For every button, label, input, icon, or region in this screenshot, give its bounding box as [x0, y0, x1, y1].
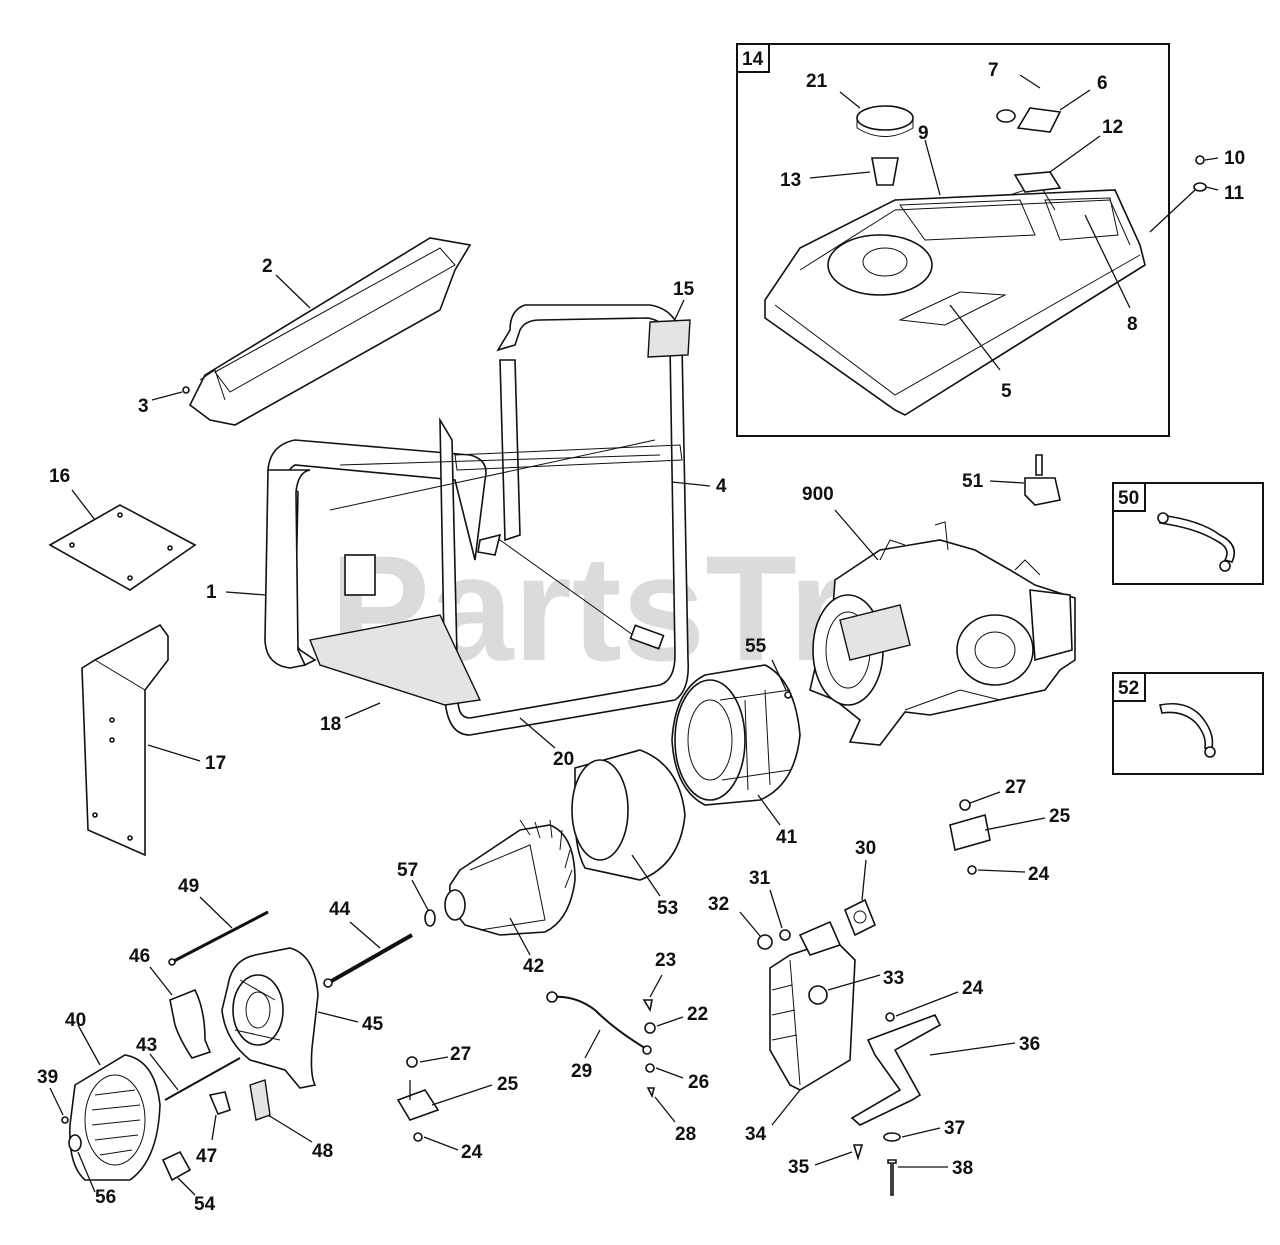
box-label-50[interactable]: 50: [1118, 488, 1139, 509]
mount-part-25-lower[interactable]: [396, 1056, 493, 1151]
through-bolt-part-44[interactable]: [323, 921, 413, 988]
callout-49[interactable]: 49: [178, 876, 199, 897]
callout-900[interactable]: 900: [802, 484, 834, 505]
callout-43[interactable]: 43: [136, 1035, 157, 1056]
frame-part-1[interactable]: [225, 299, 711, 749]
callout-17[interactable]: 17: [205, 753, 226, 774]
callout-42[interactable]: 42: [523, 956, 544, 977]
rod-part-43[interactable]: [149, 1053, 241, 1101]
callout-30[interactable]: 30: [855, 838, 876, 859]
callout-25a[interactable]: 25: [1049, 806, 1071, 827]
callout-32[interactable]: 32: [708, 894, 729, 915]
callout-5[interactable]: 5: [1001, 381, 1012, 402]
callout-4[interactable]: 4: [716, 476, 727, 497]
callout-27b[interactable]: 27: [450, 1044, 471, 1065]
clip-part-47[interactable]: [208, 1091, 231, 1141]
nuts-parts-31-32[interactable]: [739, 889, 791, 950]
panel-part-16[interactable]: [48, 489, 197, 591]
callout-24a[interactable]: 24: [1028, 864, 1050, 885]
callout-47[interactable]: 47: [196, 1146, 217, 1167]
callout-40[interactable]: 40: [65, 1010, 86, 1031]
callout-48[interactable]: 48: [312, 1141, 333, 1162]
callout-1[interactable]: 1: [206, 582, 217, 603]
part-54[interactable]: [161, 1150, 196, 1196]
callout-31[interactable]: 31: [749, 868, 771, 889]
callout-33[interactable]: 33: [883, 968, 904, 989]
hardware-parts-22-28[interactable]: [642, 974, 684, 1123]
box-label-14[interactable]: 14: [742, 49, 764, 70]
mount-part-25-upper[interactable]: [949, 791, 1046, 875]
callout-labels: 1 2 3 4 5 6 7 8 9 10 11 12 13 15 16 17 1…: [37, 60, 1245, 1215]
callout-18[interactable]: 18: [320, 714, 341, 735]
callout-3[interactable]: 3: [138, 396, 149, 417]
callout-12[interactable]: 12: [1102, 117, 1123, 138]
callout-25b[interactable]: 25: [497, 1074, 519, 1095]
callout-44[interactable]: 44: [329, 899, 351, 920]
gasket-part-30[interactable]: [843, 859, 877, 937]
callout-28[interactable]: 28: [675, 1124, 696, 1145]
callout-41[interactable]: 41: [776, 827, 798, 848]
callout-35[interactable]: 35: [788, 1157, 810, 1178]
screw-part-39[interactable]: [49, 1087, 69, 1124]
fuel-tank-assembly[interactable]: [736, 43, 1219, 437]
through-bolt-part-49[interactable]: [168, 896, 269, 966]
box-label-52[interactable]: 52: [1118, 678, 1139, 699]
engine-part-900[interactable]: [809, 509, 1076, 746]
callout-8[interactable]: 8: [1127, 314, 1138, 335]
callout-9[interactable]: 9: [918, 123, 929, 144]
callout-38[interactable]: 38: [952, 1158, 973, 1179]
callout-15[interactable]: 15: [673, 279, 695, 300]
fuel-valve-part-51[interactable]: [989, 454, 1061, 506]
callout-57[interactable]: 57: [397, 860, 418, 881]
stator-part-41[interactable]: [671, 659, 801, 826]
callout-55[interactable]: 55: [745, 636, 767, 657]
muffler-part-34[interactable]: [769, 920, 881, 1126]
callout-46[interactable]: 46: [129, 946, 150, 967]
callout-36[interactable]: 36: [1019, 1034, 1040, 1055]
callout-21[interactable]: 21: [806, 71, 828, 92]
callout-53[interactable]: 53: [657, 898, 678, 919]
washer-part-57[interactable]: [411, 879, 436, 927]
callout-24b[interactable]: 24: [962, 978, 984, 999]
callout-24c[interactable]: 24: [461, 1142, 483, 1163]
callout-54[interactable]: 54: [194, 1194, 216, 1215]
callout-37[interactable]: 37: [944, 1118, 965, 1139]
stator-cover-part-53[interactable]: [571, 749, 686, 897]
fuel-hose-assembly-52[interactable]: [1112, 672, 1264, 775]
hardware-parts-35-38[interactable]: [814, 991, 959, 1196]
rotor-part-42[interactable]: [444, 819, 576, 956]
callout-26[interactable]: 26: [688, 1072, 709, 1093]
bracket-part-36[interactable]: [850, 1013, 1016, 1126]
callout-10[interactable]: 10: [1224, 148, 1245, 169]
callout-45[interactable]: 45: [362, 1014, 384, 1035]
end-bell-part-45[interactable]: [221, 947, 359, 1089]
callout-51[interactable]: 51: [962, 471, 984, 492]
callout-22[interactable]: 22: [687, 1004, 708, 1025]
fuel-hose-assembly-50[interactable]: [1112, 482, 1264, 585]
bracket-part-17[interactable]: [81, 623, 201, 857]
brush-part-48[interactable]: [249, 1079, 313, 1143]
callout-27a[interactable]: 27: [1005, 777, 1026, 798]
box-labels: 14 50 52: [742, 49, 1139, 699]
callout-6[interactable]: 6: [1097, 73, 1108, 94]
callout-7[interactable]: 7: [988, 60, 999, 81]
callout-2[interactable]: 2: [262, 256, 273, 277]
fan-cover-part-40[interactable]: [68, 1024, 161, 1193]
callout-34[interactable]: 34: [745, 1124, 767, 1145]
cover-part-46[interactable]: [149, 966, 212, 1059]
callout-16[interactable]: 16: [49, 466, 70, 487]
callout-11[interactable]: 11: [1224, 183, 1245, 204]
callout-13[interactable]: 13: [780, 170, 801, 191]
callout-56[interactable]: 56: [95, 1187, 116, 1208]
callout-20[interactable]: 20: [553, 749, 574, 770]
callout-39[interactable]: 39: [37, 1067, 58, 1088]
callout-23[interactable]: 23: [655, 950, 676, 971]
ground-wire-part-29[interactable]: [546, 991, 652, 1059]
callout-29[interactable]: 29: [571, 1061, 592, 1082]
control-panel-part-2[interactable]: [151, 237, 472, 426]
